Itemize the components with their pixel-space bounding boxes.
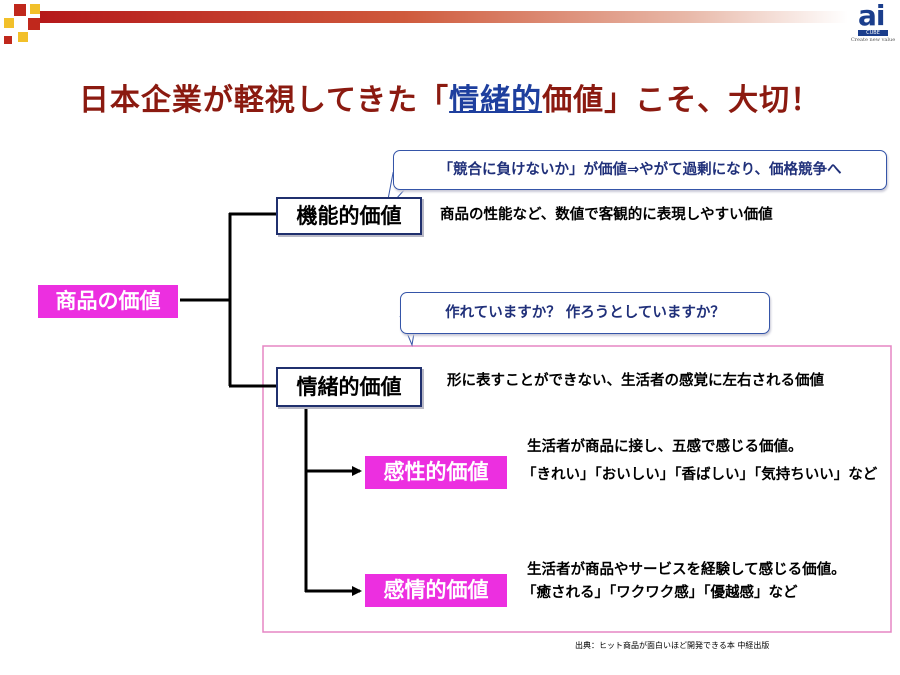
- functional-callout: 「競合に負けないか」が価値⇒やがて過剰になり、価格競争へ: [393, 150, 887, 190]
- emotional-node: 情緒的価値: [276, 367, 422, 407]
- root-node: 商品の価値: [38, 285, 178, 318]
- title-after: 価値」こそ、大切！: [542, 83, 822, 118]
- logo-tagline: Create new value: [850, 37, 896, 43]
- sensory-desc-line1: 生活者が商品に接し、五感で感じる価値。: [527, 439, 803, 455]
- emotional-callout: 作れていますか？ 作ろうとしていますか？: [400, 292, 770, 334]
- title-highlight: 情緒的: [449, 83, 543, 118]
- emotional-region-frame: [262, 345, 892, 633]
- source-note: 出典：ヒット商品が面白いほど開発できる本 中経出版: [575, 641, 770, 650]
- sensory-desc-line2: 「きれい」「おいしい」「香ばしい」「気持ちいい」など: [522, 467, 878, 483]
- page-title: 日本企業が軽視してきた「情緒的価値」こそ、大切！: [0, 75, 900, 119]
- sensory-node: 感性的価値: [365, 456, 507, 489]
- emotional-description: 形に表すことができない、生活者の感覚に左右される価値: [447, 373, 824, 389]
- affective-desc-line1: 生活者が商品やサービスを経験して感じる価値。: [527, 562, 846, 578]
- logo-mark: ai: [858, 0, 886, 32]
- affective-desc-line2: 「癒される」「ワクワク感」「優越感」など: [522, 585, 798, 601]
- title-before: 日本企業が軽視してきた「: [78, 83, 450, 118]
- logo-sub: CUBE: [858, 30, 888, 36]
- corner-squares: [0, 0, 70, 52]
- functional-node: 機能的価値: [276, 197, 422, 235]
- top-gradient-bar: [40, 11, 848, 23]
- functional-description: 商品の性能など、数値で客観的に表現しやすい価値: [440, 207, 773, 223]
- affective-node: 感情的価値: [365, 574, 507, 607]
